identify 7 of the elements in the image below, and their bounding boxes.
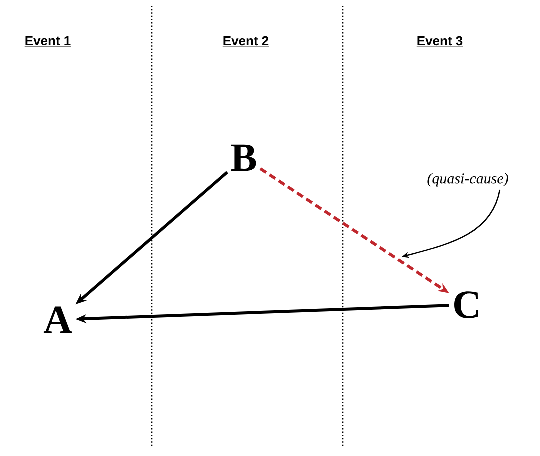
column-heading: Event 1 — [24, 36, 72, 48]
column-heading: Event 3 — [416, 36, 464, 48]
column-heading: Event 2 — [222, 36, 270, 48]
node-letter: A — [44, 306, 72, 334]
node-letter: C — [454, 292, 478, 318]
node-letter: B — [231, 144, 256, 172]
annotation-text: (quasi-cause) — [428, 173, 508, 187]
